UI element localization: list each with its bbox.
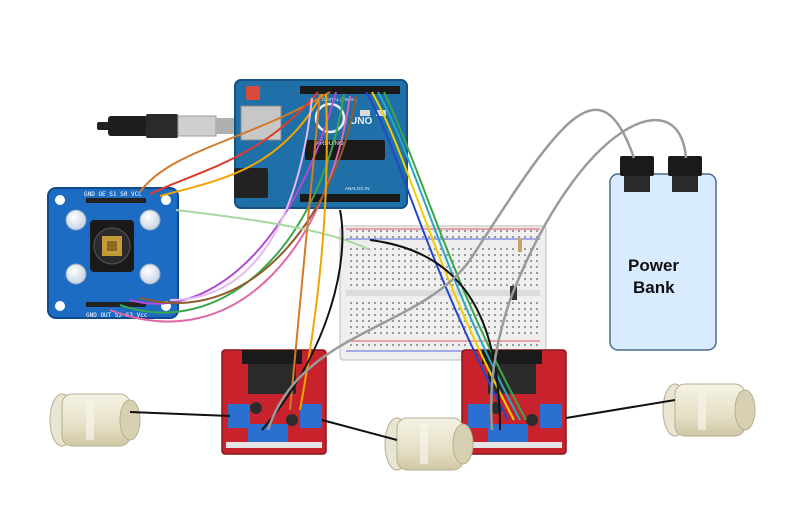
led-icon: [65, 263, 87, 285]
arduino-digital-label: DIGITAL (PWM~): [322, 97, 357, 102]
motor-icon: [384, 417, 474, 471]
arduino-analog-label: ANALOG IN: [345, 186, 370, 191]
wires: [109, 91, 688, 441]
color-sensor-module: GND OE S1 S0 VCC GND OUT S2 S3 Vcc: [47, 187, 179, 319]
terminal-block-icon: [488, 424, 528, 444]
arduino-model-label: UNO: [350, 116, 372, 127]
terminal-block-icon: [228, 404, 250, 428]
power-bank-label-line1: Power: [628, 256, 679, 275]
led-icon: [139, 263, 161, 285]
led-icon: [139, 209, 161, 231]
arduino-uno-board: ARDUINO UNO DIGITAL (PWM~) ANALOG IN: [234, 79, 408, 209]
terminal-block-icon: [540, 404, 562, 428]
terminal-block-icon: [300, 404, 322, 428]
sensor-bottom-pins: GND OUT S2 S3 Vcc: [86, 312, 148, 319]
motor-icon: [662, 383, 756, 437]
usb-cable-icon: [97, 114, 238, 138]
led-icon: [65, 209, 87, 231]
motor-icon: [49, 393, 141, 447]
terminal-block-icon: [248, 424, 288, 444]
heatsink-icon: [242, 350, 302, 364]
arduino-brand-label: ARDUINO: [316, 141, 344, 147]
sensor-top-pins: GND OE S1 S0 VCC: [84, 191, 142, 198]
terminal-block-icon: [468, 404, 490, 428]
motor-driver-right: [461, 349, 567, 455]
breadboard: [339, 225, 547, 361]
power-bank: Power Bank: [609, 156, 717, 351]
power-bank-label-line2: Bank: [633, 278, 675, 297]
motor-driver-left: [221, 349, 327, 455]
